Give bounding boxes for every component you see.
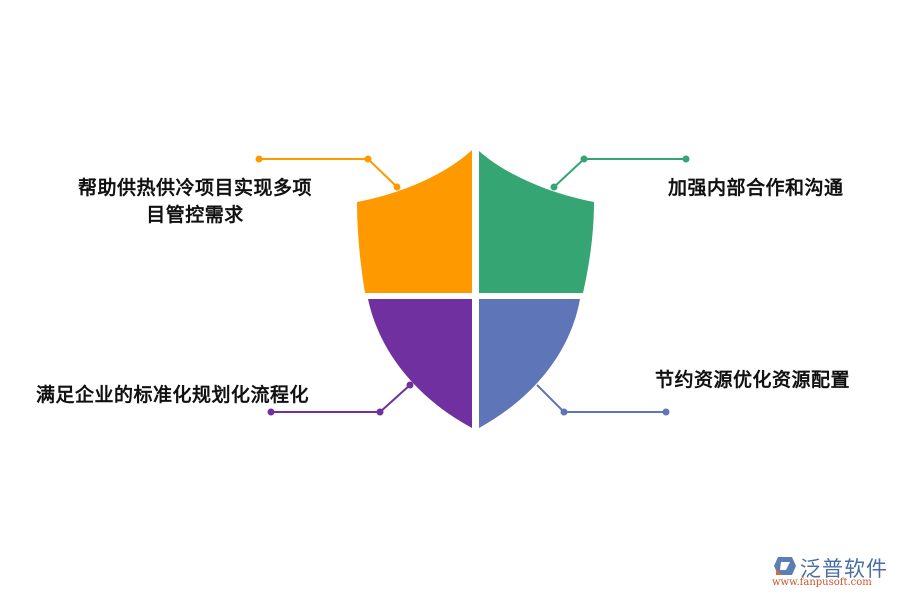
label-top-left-line1: 帮助供热供冷项目实现多项 (77, 177, 312, 199)
shield-quadrant-bottom-left (368, 299, 472, 428)
fanpu-logo-icon (774, 557, 796, 575)
label-top-left-line2: 目管控需求 (146, 204, 244, 226)
label-top-right: 加强内部合作和沟通 (668, 177, 844, 199)
connector-bottom-right (536, 384, 670, 416)
watermark-brand: 泛普软件 (800, 557, 888, 581)
watermark-url: www.fanpusoft.com (772, 577, 872, 588)
shield-quadrant-bottom-right (479, 299, 580, 428)
label-top-left: 帮助供热供冷项目实现多项 目管控需求 (40, 175, 350, 229)
connector-top-right (550, 155, 690, 191)
watermark-logo: 泛普软件 www.fanpusoft.com (768, 553, 893, 593)
shield-quadrant-top-right (479, 151, 594, 293)
connector-top-left (255, 155, 401, 191)
connector-bottom-left (267, 381, 414, 416)
label-bottom-left: 满足企业的标准化规划化流程化 (36, 384, 310, 406)
shield-quadrant-top-left (357, 150, 472, 293)
label-bottom-right: 节约资源优化资源配置 (655, 369, 851, 391)
